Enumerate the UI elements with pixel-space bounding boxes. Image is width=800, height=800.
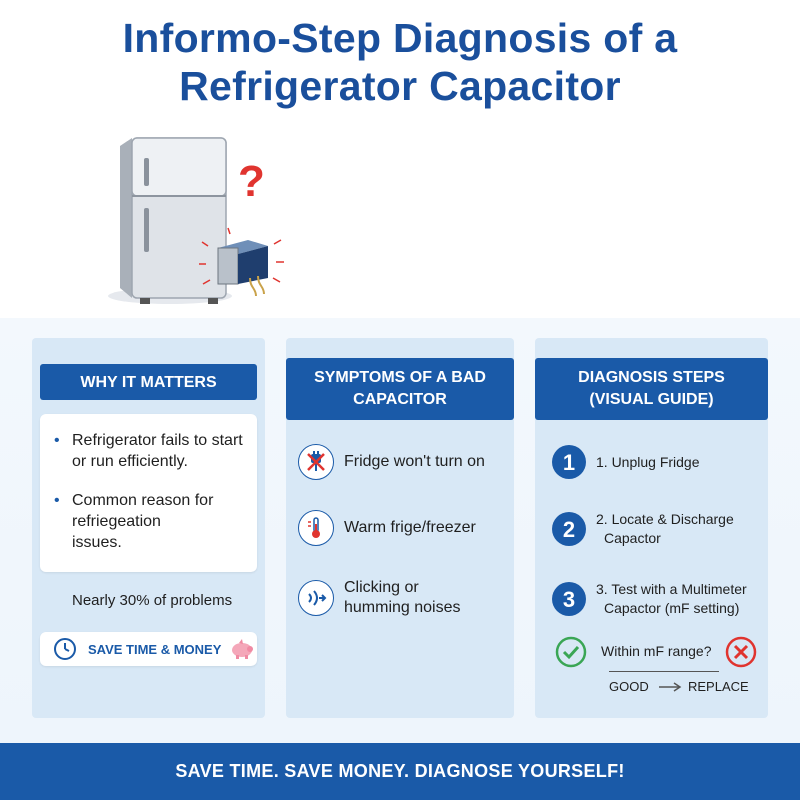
symptom-2-label: Warm frige/freezer [344,519,476,536]
step-2-number-badge: 2 [552,512,586,546]
step-1-text: 1. Unplug Fridge [596,453,700,470]
cross-circle-icon [725,636,757,668]
diagnosis-steps-heading: DIAGNOSIS STEPS (VISUAL GUIDE) [535,358,768,420]
footer-text: SAVE TIME. SAVE MONEY. DIAGNOSE YOURSELF… [175,761,625,781]
symptom-3: Clicking or humming noises [298,578,461,618]
clock-icon [54,638,76,660]
why-it-matters-panel: WHY IT MATTERS • Refrigerator fails to s… [32,338,265,718]
step-3-text-line-2: Capactor (mF setting) [604,600,740,616]
step-3: 3 3. Test with a Multimeter Capactor (mF… [552,580,747,618]
title-line-2: Refrigerator Capacitor [179,63,621,109]
why-it-matters-heading: WHY IT MATTERS [40,364,257,400]
why-bullet-2-line-3: issues. [72,534,122,551]
thermometer-icon [298,510,334,546]
symptoms-heading: SYMPTOMS OF A BAD CAPACITOR [286,358,514,420]
why-bullet-1: • Refrigerator fails to start or run eff… [54,430,257,472]
symptom-2: Warm frige/freezer [298,510,476,546]
result-divider [609,671,719,672]
footer-banner: SAVE TIME. SAVE MONEY. DIAGNOSE YOURSELF… [0,743,800,800]
bullet-dot-icon: • [54,492,60,509]
save-time-money-label: SAVE TIME & MONEY [88,641,222,657]
save-time-money-badge: SAVE TIME & MONEY [40,632,257,666]
fridge-capacitor-illustration: ? [108,137,284,304]
why-bullet-1-text: Refrigerator fails to start or run effic… [72,432,243,470]
bullet-dot-icon: • [54,432,60,449]
replace-label: REPLACE [688,679,749,694]
step-2-text-line-2: Capactor [604,530,661,546]
symptoms-panel: SYMPTOMS OF A BAD CAPACITOR Fridge won't… [286,338,514,718]
diagnosis-steps-panel: DIAGNOSIS STEPS (VISUAL GUIDE) 1 1. Unpl… [535,338,768,718]
diagnosis-heading-line-2: (VISUAL GUIDE) [589,391,714,408]
symptom-1: Fridge won't turn on [298,444,485,480]
diagnosis-heading-line-1: DIAGNOSIS STEPS [578,369,725,386]
why-bullet-2-line-1: Common reason for [72,492,214,509]
step-2-text-line-1: 2. Locate & Discharge [596,511,734,527]
range-question: Within mF range? [601,643,712,659]
step-3-text-line-1: 3. Test with a Multimeter [596,581,747,597]
why-bullet-2-line-2: refriegeation [72,513,161,530]
step-1-number-badge: 1 [552,445,586,479]
check-circle-icon [555,636,587,668]
good-label: GOOD [609,679,649,694]
step-2: 2 2. Locate & Discharge Capactor [552,510,734,548]
symptom-3-label-line-2: humming noises [344,599,461,616]
page-title: Informo-Step Diagnosis of a Refrigerator… [0,14,800,110]
why-bullet-2: • Common reason for refriegeation issues… [54,490,257,553]
no-power-plug-icon [298,444,334,480]
symptoms-heading-line-1: SYMPTOMS OF A BAD [314,369,486,386]
arrow-right-icon [659,682,682,692]
symptom-3-label-line-1: Clicking or [344,579,419,596]
sound-waves-icon [298,580,334,616]
why-stat: Nearly 30% of problems [72,592,233,609]
step-3-number-badge: 3 [552,582,586,616]
why-bullets-box [40,414,257,572]
piggy-bank-icon [232,639,254,659]
title-line-1: Informo-Step Diagnosis of a [122,15,678,61]
svg-text:?: ? [238,157,265,206]
symptoms-heading-line-2: CAPACITOR [353,391,447,408]
symptom-1-label: Fridge won't turn on [344,453,485,470]
step-1: 1 1. Unplug Fridge [552,445,700,479]
